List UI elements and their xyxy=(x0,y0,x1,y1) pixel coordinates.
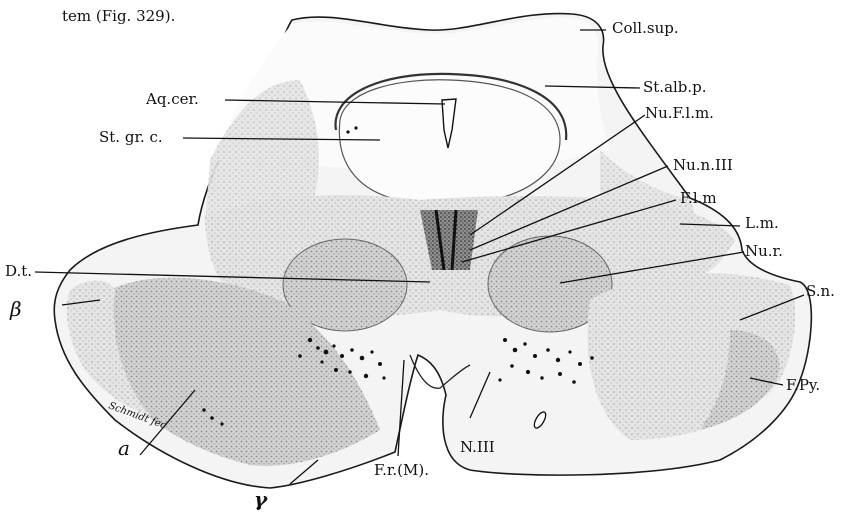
label-gamma: γ xyxy=(254,487,268,511)
label-nu-r: Nu.r. xyxy=(745,242,783,260)
label-s-n: S.n. xyxy=(806,282,835,300)
label-f-l-m: F.l.m xyxy=(680,189,717,207)
label-st-alb-p: St.alb.p. xyxy=(643,78,707,96)
label-d-t: D.t. xyxy=(5,262,32,280)
label-nu-n-iii: Nu.n.III xyxy=(673,156,733,174)
label-coll-sup: Coll.sup. xyxy=(612,19,679,37)
label-aq-cer: Aq.cer. xyxy=(145,90,199,108)
label-a: a xyxy=(118,436,130,460)
figure-caption: tem (Fig. 329). xyxy=(62,7,175,25)
label-st-gr-c: St. gr. c. xyxy=(99,128,163,146)
label-nu-flm: Nu.F.l.m. xyxy=(645,104,714,122)
label-f-py: F.Py. xyxy=(786,376,820,394)
label-beta: β xyxy=(9,297,22,321)
label-f-r-m: F.r.(M). xyxy=(374,461,429,479)
label-n-iii: N.III xyxy=(460,438,495,456)
label-l-m: L.m. xyxy=(745,214,779,232)
